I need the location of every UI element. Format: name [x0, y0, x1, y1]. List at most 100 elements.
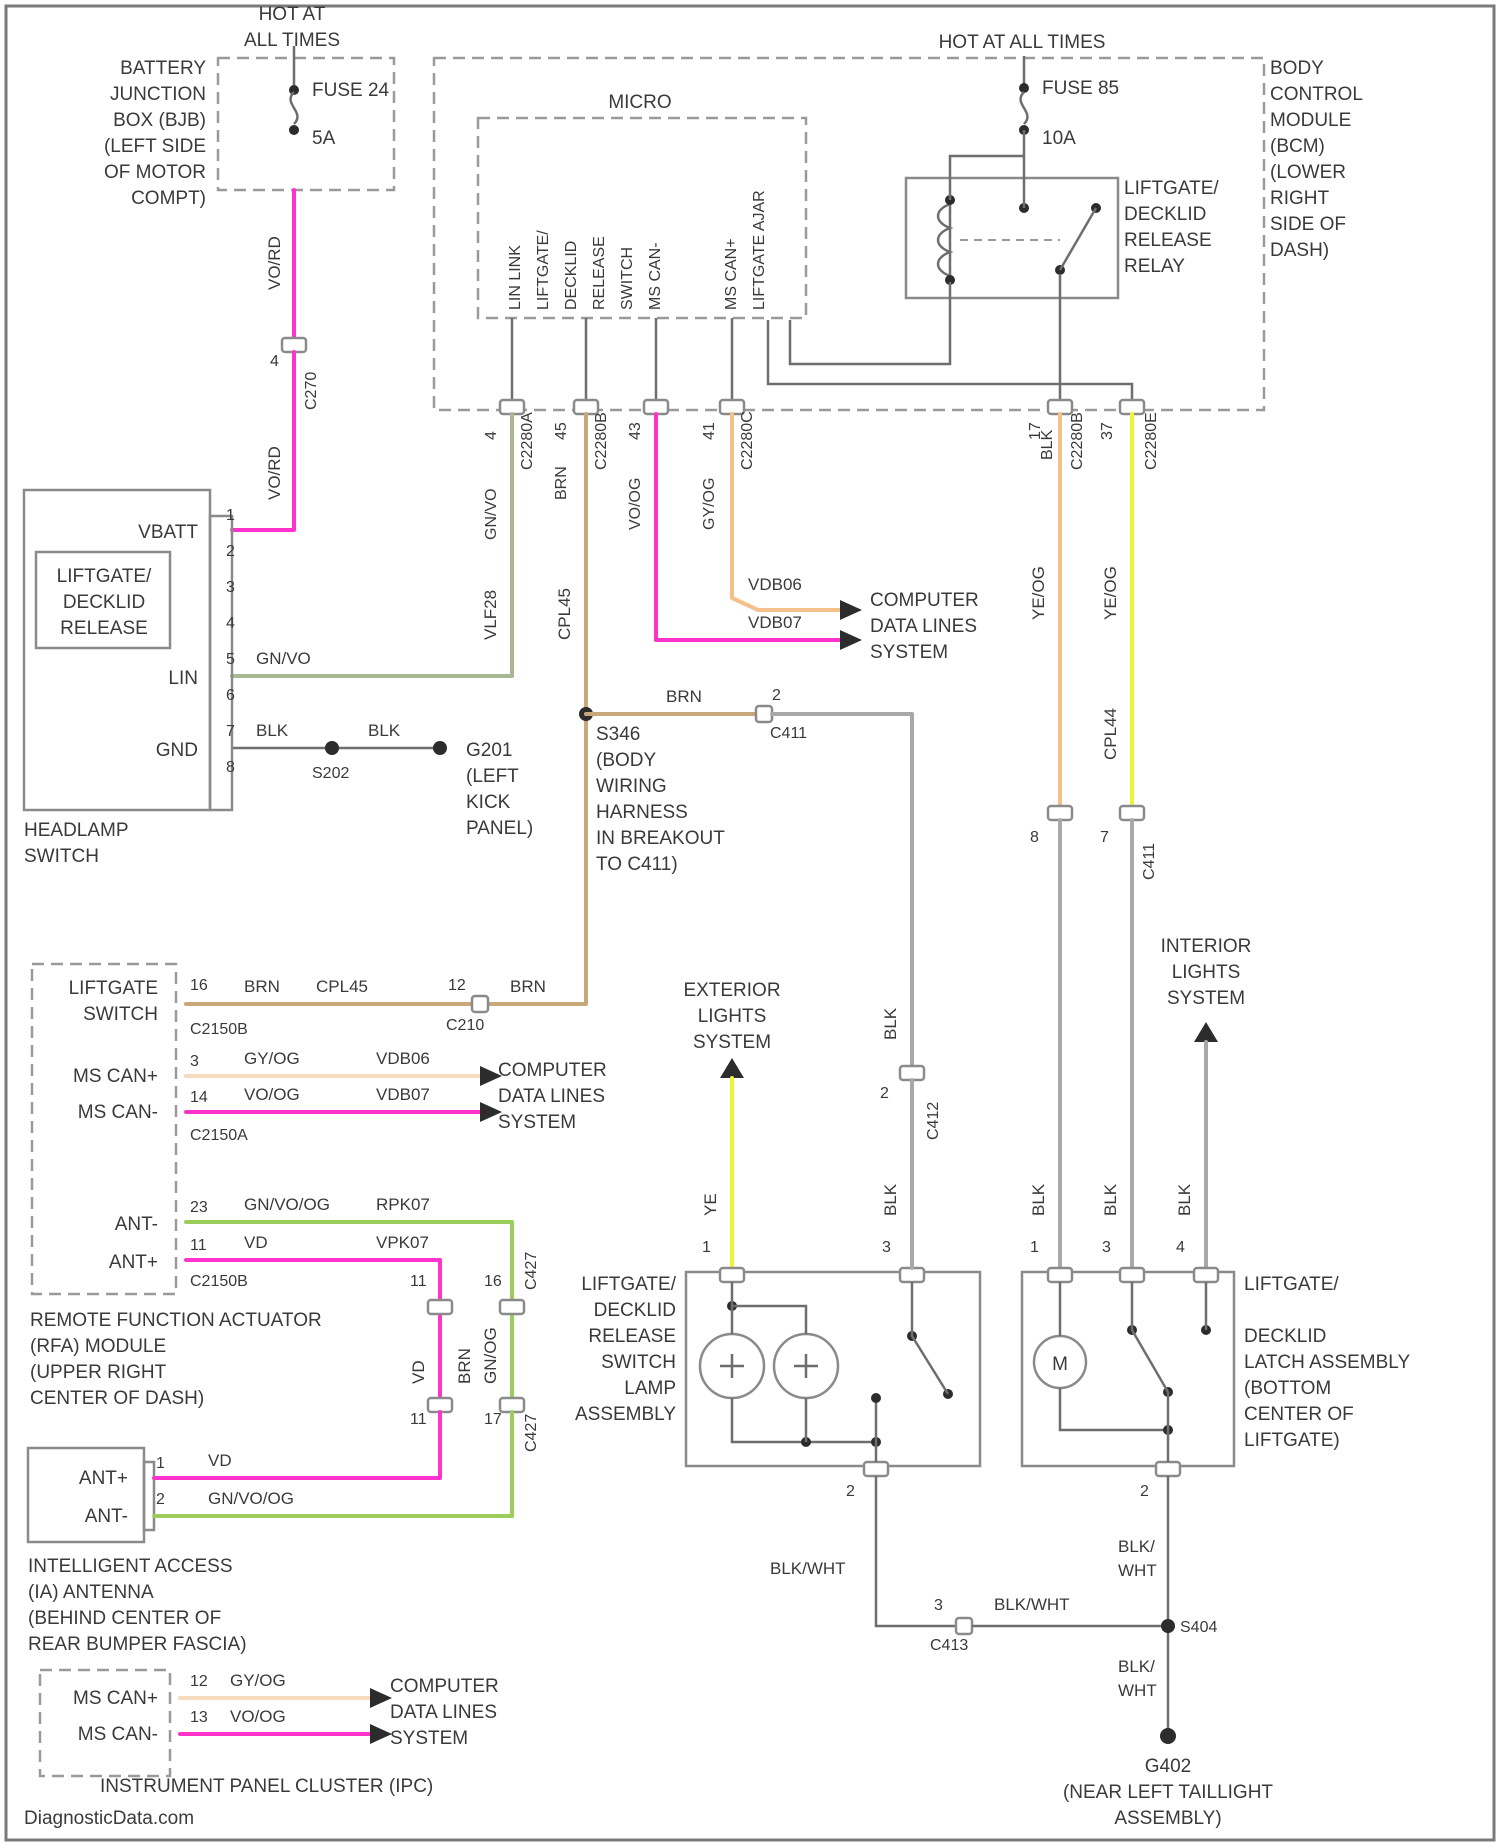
wire-ia-plus: [154, 1412, 440, 1478]
ia-pin-antminus: ANT-: [85, 1506, 128, 1527]
ia-pin-antplus: ANT+: [79, 1468, 128, 1489]
conn-bcm-relay: C2280B: [1069, 412, 1086, 470]
ipc-gyog: GY/OG: [230, 1671, 286, 1690]
lamp-switch-pivot: [871, 1393, 881, 1403]
fuse24-label: FUSE 24: [312, 80, 390, 101]
rfa-gnvoog: GN/VO/OG: [244, 1195, 330, 1214]
ipc-canminus: MS CAN-: [78, 1724, 158, 1745]
label-blk-1: BLK: [256, 721, 289, 740]
fuse85-terminal-top: [1019, 83, 1029, 93]
hl-pin-3: 3: [226, 579, 235, 596]
body-control-module: HOT AT ALL TIMES BODY CONTROL MODULE (BC…: [434, 32, 1363, 410]
rfa-l2: (RFA) MODULE: [30, 1336, 166, 1357]
s404-splice: [1161, 1619, 1175, 1633]
bcm-l2: CONTROL: [1270, 84, 1363, 105]
c427-pin-1: 11: [410, 1273, 427, 1290]
relay-l2: DECKLID: [1124, 204, 1206, 225]
c412-connector: [900, 1066, 924, 1080]
bcm-conn-lin: [500, 400, 524, 414]
label-bkwh-top-1: BLK/: [1118, 1537, 1155, 1556]
g201-ground: [433, 741, 447, 755]
c413-connector: [956, 1618, 972, 1634]
label-c270: C270: [303, 372, 320, 410]
latch-blk-3: BLK: [1101, 1183, 1120, 1216]
latch-pin-3: 3: [1102, 1239, 1111, 1256]
micro-pin-lin: LIN LINK: [507, 245, 524, 310]
rfa-vpk07: VPK07: [376, 1233, 429, 1252]
micro-pin-lg3: RELEASE: [591, 236, 608, 310]
label-c412: C412: [925, 1102, 942, 1140]
rfa-antminus: ANT-: [115, 1214, 158, 1235]
fuse24-rating: 5A: [312, 128, 336, 149]
conn-bcm-ajar: C2280E: [1143, 412, 1160, 470]
relay-l4: RELAY: [1124, 256, 1185, 277]
arrow-ipc-canminus: [370, 1724, 392, 1744]
conn-bcm-can: C2280C: [739, 411, 756, 470]
rfa-rpk07: RPK07: [376, 1195, 430, 1214]
label-gnvo-short: GN/VO: [256, 649, 311, 668]
ipc-pin-13: 13: [190, 1709, 208, 1726]
label-vdb07: VDB07: [748, 613, 802, 632]
cdls-mid-1: COMPUTER: [498, 1060, 607, 1081]
ipc-label: INSTRUMENT PANEL CLUSTER (IPC): [100, 1776, 433, 1797]
latch-motor-label: M: [1052, 1354, 1068, 1375]
latch-assembly: 1 3 4 2 BLK BLK BLK M LIFTGATE/ DECKLID …: [1022, 1183, 1410, 1500]
bjb-l2: JUNCTION: [110, 84, 206, 105]
cdls-top-3: SYSTEM: [870, 642, 948, 663]
rfa-vdb07: VDB07: [376, 1085, 430, 1104]
ext-l3: SYSTEM: [693, 1032, 771, 1053]
bcm-l4: (BCM): [1270, 136, 1325, 157]
s202-splice: [325, 741, 339, 755]
bjb-l6: COMPT): [131, 188, 206, 209]
rfa-pin-14: 14: [190, 1089, 208, 1106]
rfa-l1: REMOTE FUNCTION ACTUATOR: [30, 1310, 322, 1331]
conn-bcm-lin: C2280A: [519, 412, 536, 470]
c427-vd: VD: [409, 1360, 428, 1384]
latch-l4: (BOTTOM: [1244, 1378, 1331, 1399]
ipc-canplus: MS CAN+: [73, 1688, 158, 1709]
rfa-lg2: SWITCH: [83, 1004, 158, 1025]
rfa-voog: VO/OG: [244, 1085, 300, 1104]
c427-label-2: C427: [523, 1414, 540, 1452]
int-l3: SYSTEM: [1167, 988, 1245, 1009]
label-vdb06: VDB06: [748, 575, 802, 594]
ground-returns: BLK/WHT BLK/WHT 3 C413 BLK/ WHT BLK/ WHT…: [770, 1476, 1273, 1829]
conn-c411-right: C411: [1141, 843, 1158, 880]
c411-connector: [756, 706, 772, 722]
lamp-conn-3: [900, 1268, 924, 1282]
lamp-l5: LAMP: [624, 1378, 676, 1399]
fuse24-terminal-bottom: [289, 125, 299, 135]
c427-pin-2: 16: [484, 1273, 502, 1290]
relay-l1: LIFTGATE/: [1124, 178, 1219, 199]
ia-l2: (IA) ANTENNA: [28, 1582, 154, 1603]
wire-brn: [488, 414, 586, 1004]
hot-left-1: HOT AT: [259, 4, 326, 25]
c427-brn: BRN: [455, 1348, 474, 1384]
label-bkwh-left: BLK/WHT: [770, 1559, 846, 1578]
hl-pin-4: 4: [226, 615, 235, 632]
rfa-lg1: LIFTGATE: [69, 978, 158, 999]
pin-bcm-can1: 43: [627, 422, 644, 440]
lamp-blk-mid: BLK: [881, 1007, 900, 1040]
headlamp-inner-l1: LIFTGATE/: [57, 566, 152, 587]
switch-lamp-assembly: 1 3 2 BLK BLK 2 C412 LIFTGATE/ DECKLID R…: [575, 1007, 980, 1500]
int-l1: INTERIOR: [1161, 936, 1252, 957]
bcm-l5: (LOWER: [1270, 162, 1346, 183]
pin-c270: 4: [270, 353, 279, 370]
micro-pin-mscan-minus: MS CAN-: [647, 242, 664, 310]
cdls-bot-1: COMPUTER: [390, 1676, 499, 1697]
cdls-bot-3: SYSTEM: [390, 1728, 468, 1749]
headlamp-inner-l3: RELEASE: [60, 618, 148, 639]
rfa-conn-3: C2150B: [190, 1273, 248, 1290]
c427-gnog: GN/OG: [481, 1327, 500, 1384]
arrow-can-plus: [840, 600, 862, 620]
lamp-conn-1: [720, 1268, 744, 1282]
c210-brn: BRN: [510, 977, 546, 996]
lamp-blk-top: BLK: [881, 1183, 900, 1216]
ia-pin-2: 2: [156, 1491, 165, 1508]
pin-c411-relay: 8: [1030, 829, 1039, 846]
rfa-cpl45: CPL45: [316, 977, 368, 996]
cdls-top-1: COMPUTER: [870, 590, 979, 611]
fuse85-label: FUSE 85: [1042, 78, 1119, 99]
